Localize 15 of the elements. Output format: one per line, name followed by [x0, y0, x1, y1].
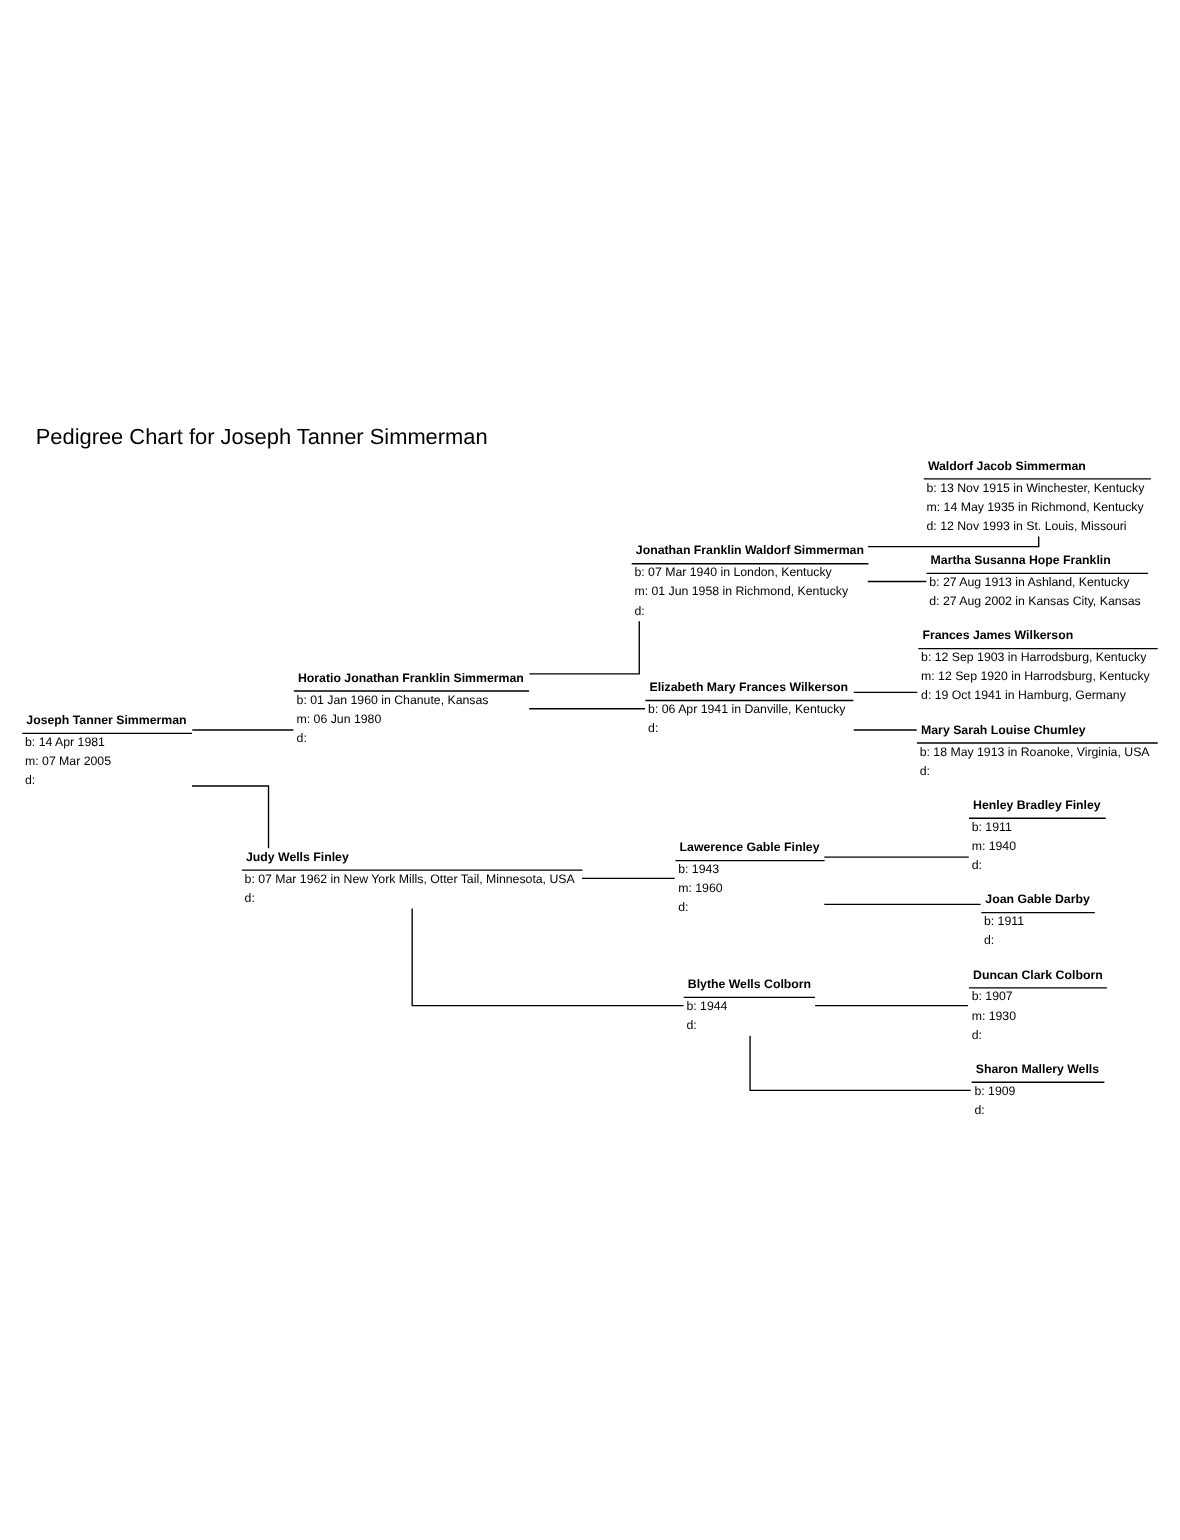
connector — [528, 619, 640, 674]
connector — [528, 707, 646, 709]
connector — [581, 876, 676, 879]
connector — [867, 534, 1040, 547]
connector — [411, 906, 685, 1006]
diagram-title: Pedigree Chart for Joseph Tanner Simmerman — [35, 425, 488, 450]
connector — [749, 1034, 972, 1091]
connector — [191, 728, 294, 730]
connector — [867, 579, 928, 582]
connector — [823, 855, 970, 857]
connector — [853, 728, 918, 730]
connector — [191, 784, 270, 848]
connector — [853, 690, 918, 693]
connector — [823, 902, 982, 905]
connector — [814, 1003, 969, 1006]
